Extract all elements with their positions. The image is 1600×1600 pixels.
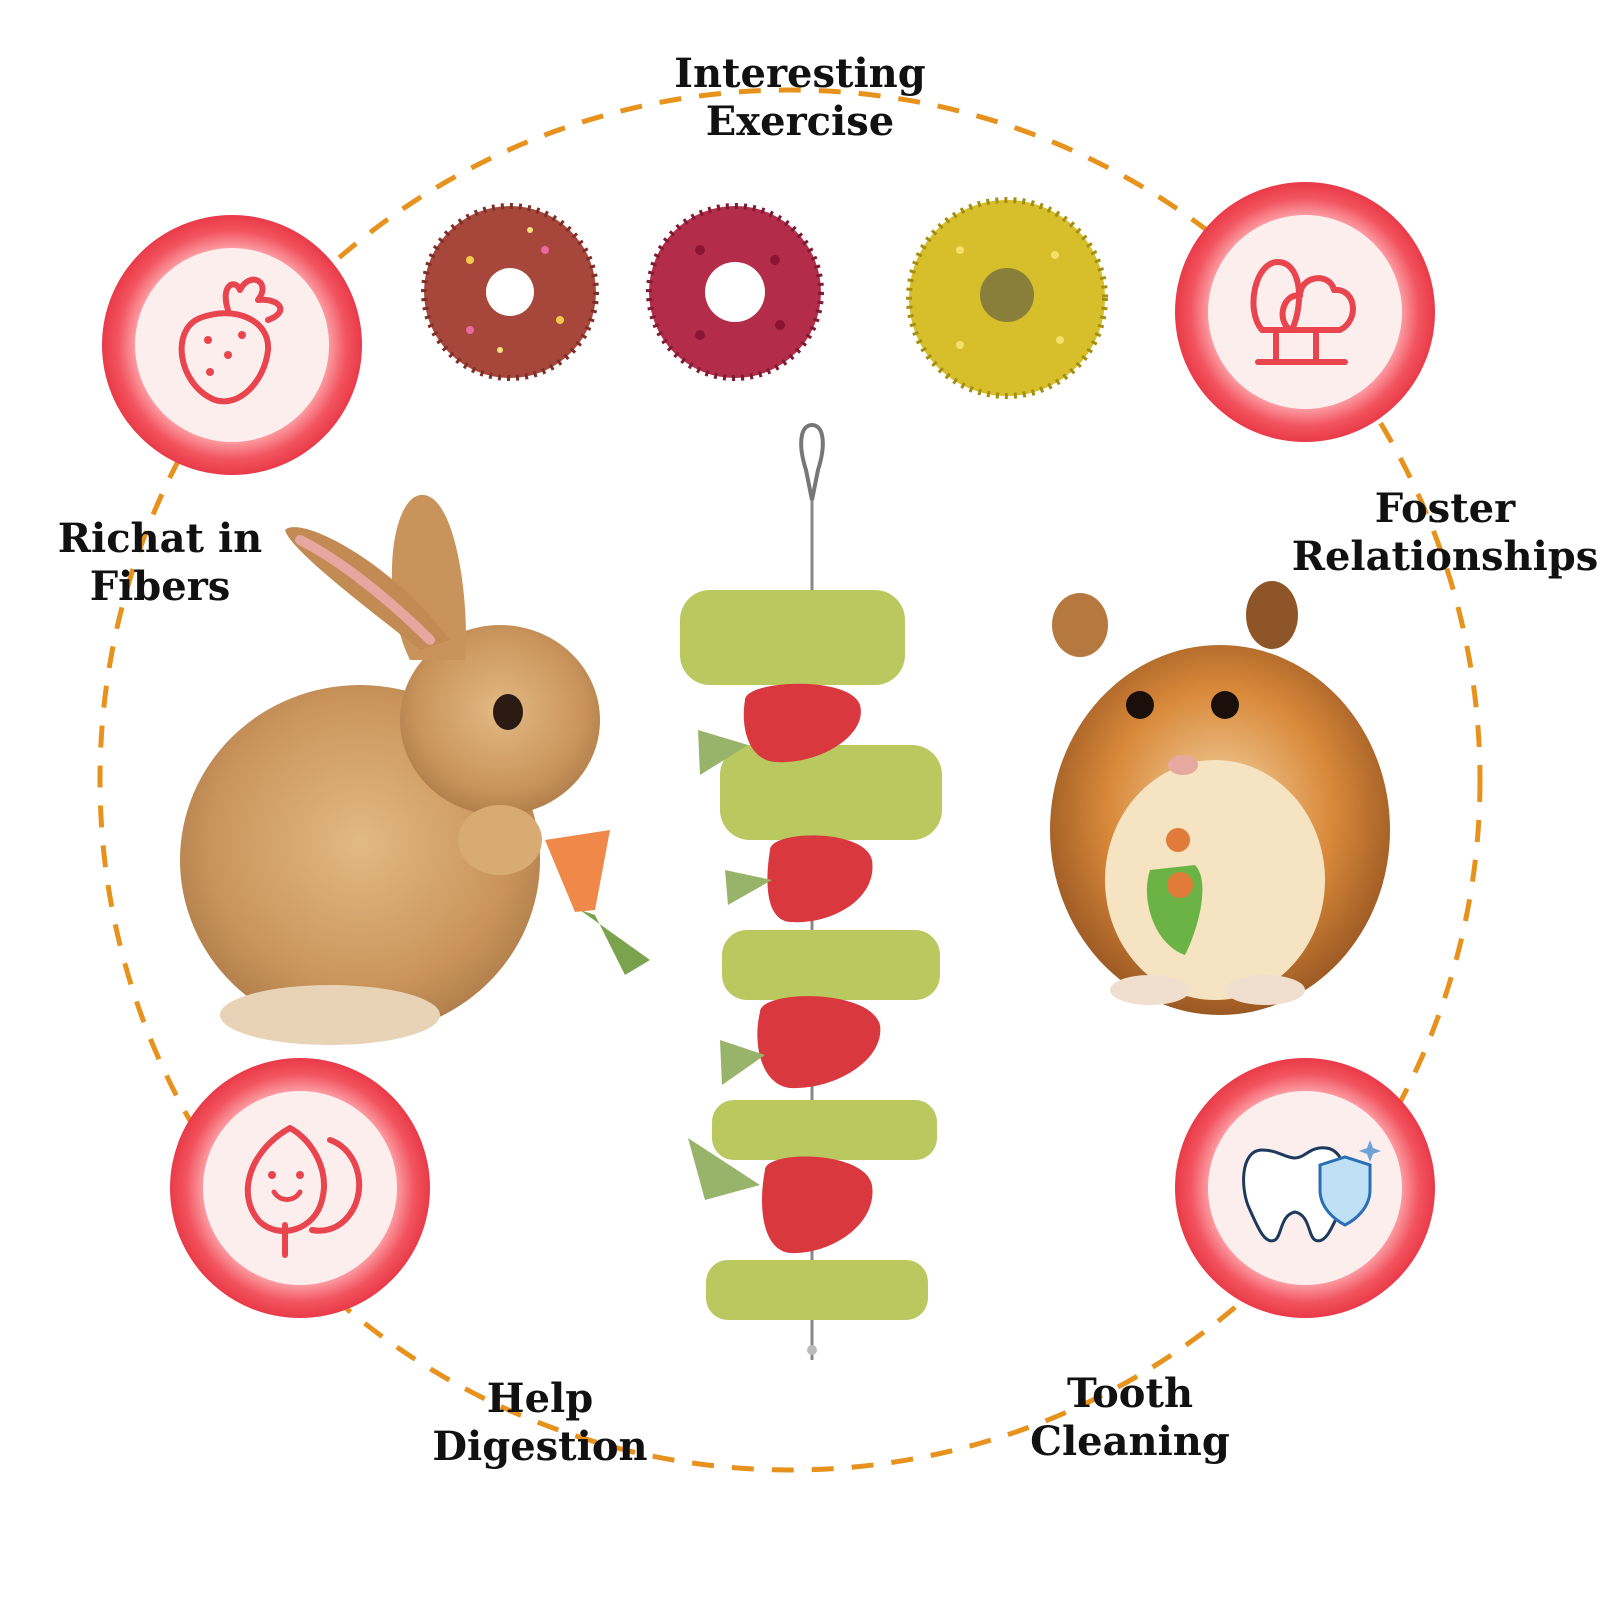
benefit-line: Interesting xyxy=(674,50,926,97)
benefit-line: Exercise xyxy=(705,98,895,145)
benefit-tooth-cleaning: Tooth Cleaning xyxy=(1010,1370,1250,1466)
benefit-line: Richat in xyxy=(57,515,263,562)
benefit-line: Tooth xyxy=(1066,1370,1194,1417)
hanging-chew-toy xyxy=(680,422,942,1360)
benefit-foster-relationships: Foster Relationships xyxy=(1290,485,1600,581)
hamster xyxy=(1050,581,1390,1015)
dashed-ring xyxy=(97,87,1483,1473)
leaf-smile-icon xyxy=(170,1058,430,1318)
benefit-line: Cleaning xyxy=(1030,1418,1230,1465)
donut-rose xyxy=(646,203,824,381)
benefit-rich-in-fibers: Richat in Fibers xyxy=(40,515,280,611)
trees-icon xyxy=(1175,182,1435,442)
benefit-line: Help xyxy=(486,1375,594,1422)
donut-brown xyxy=(421,203,599,381)
benefit-line: Digestion xyxy=(432,1423,648,1470)
benefit-line: Foster xyxy=(1374,485,1516,532)
benefit-line: Relationships xyxy=(1291,533,1599,580)
tooth-shield-icon xyxy=(1175,1058,1435,1318)
donut-yellow xyxy=(906,197,1108,399)
benefit-help-digestion: Help Digestion xyxy=(420,1375,660,1471)
strawberry-icon xyxy=(102,215,362,475)
benefit-interesting-exercise: Interesting Exercise xyxy=(600,50,1000,146)
benefit-line: Fibers xyxy=(89,563,231,610)
rabbit xyxy=(180,494,650,1045)
